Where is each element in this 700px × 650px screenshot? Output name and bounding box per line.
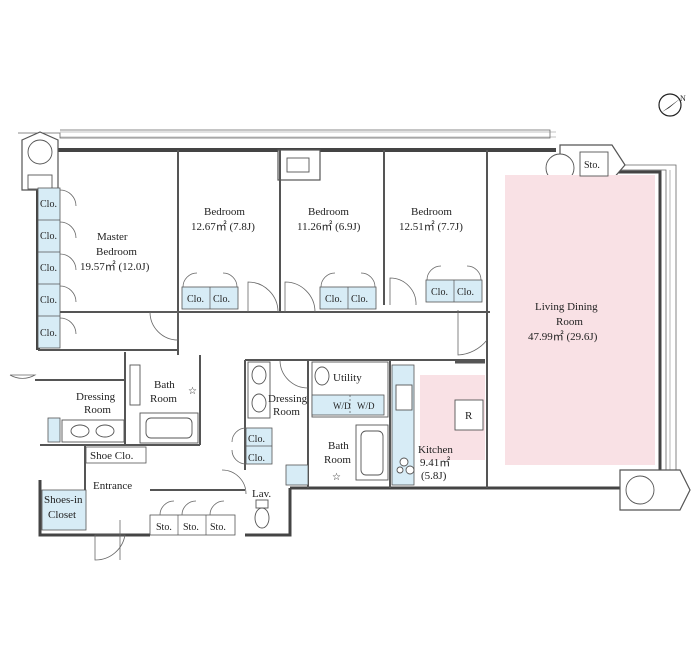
dressing-room1-label: Dressing <box>76 391 116 403</box>
closet-label: Clo. <box>248 453 265 464</box>
shoes-in-closet-label: Closet <box>48 509 76 521</box>
closet-label: Clo. <box>325 294 342 305</box>
column-top-left <box>21 131 59 191</box>
bedroom1-closets: Clo. Clo. <box>181 272 239 310</box>
storage-label: Sto. <box>156 522 172 533</box>
svg-text:N: N <box>680 94 686 103</box>
dressing-room1-fixtures <box>47 417 125 443</box>
closet-label: Clo. <box>457 287 474 298</box>
living-label: Living Dining <box>535 301 598 313</box>
closet-label: Clo. <box>213 294 230 305</box>
dressing-room2-fixtures: Clo. Clo. <box>231 361 309 486</box>
bedroom1-label: Bedroom <box>204 206 245 218</box>
column-top-center <box>277 149 321 181</box>
column-bottom-right <box>619 469 691 511</box>
entrance-label: Entrance <box>93 480 132 492</box>
lav-label: Lav. <box>252 488 271 500</box>
bedroom3-area: 12.51㎡ (7.7J) <box>399 220 463 233</box>
closet-label: Clo. <box>431 287 448 298</box>
bathtub-1 <box>129 364 199 444</box>
bedroom1-area: 12.67㎡ (7.8J) <box>191 220 255 233</box>
shoe-closet-label: Shoe Clo. <box>90 450 134 462</box>
master-bedroom-label: Bedroom <box>96 246 137 258</box>
closet-label: Clo. <box>40 199 57 210</box>
master-bedroom-area: 19.57㎡ (12.0J) <box>80 260 150 273</box>
interior-walls <box>35 150 490 520</box>
dressing-room2-label: Dressing <box>268 393 308 405</box>
balcony-storage <box>579 151 609 177</box>
storage-label: Sto. <box>183 522 199 533</box>
kitchen-counter <box>391 360 485 486</box>
closet-label: Clo. <box>40 295 57 306</box>
bath2-label: Room <box>324 454 351 466</box>
bedroom3-closets: Clo. Clo. <box>425 265 483 303</box>
closet-label: Clo. <box>351 294 368 305</box>
storage-label: Sto. <box>210 522 226 533</box>
shoe-closet-area <box>41 446 236 536</box>
bedroom2-closets: Clo. Clo. <box>319 272 377 310</box>
dressing-room1-label: Room <box>84 404 111 416</box>
living-area: 47.99㎡ (29.6J) <box>528 330 598 343</box>
kitchen-tatami: (5.8J) <box>421 470 447 482</box>
bath1-label: Bath <box>154 379 175 391</box>
bath2-label: Bath <box>328 440 349 452</box>
kitchen-area: 9.41㎡ <box>420 456 450 469</box>
utility-label: Utility <box>333 372 362 384</box>
bath1-label: Room <box>150 393 177 405</box>
washer-dryer-label: W/D <box>357 401 375 411</box>
bedroom3-label: Bedroom <box>411 206 452 218</box>
balcony-storage-label: Sto. <box>584 160 600 171</box>
shoes-in-closet-label: Shoes-in <box>44 494 83 506</box>
room-doors <box>9 277 488 561</box>
master-bedroom-label: Master <box>97 231 128 243</box>
closet-label: Clo. <box>40 231 57 242</box>
bathtub-2 <box>355 424 389 481</box>
closet-label: Clo. <box>40 328 57 339</box>
dressing-room2-label: Room <box>273 406 300 418</box>
star-icon: ☆ <box>188 386 197 397</box>
kitchen-label: Kitchen <box>418 444 453 456</box>
living-floor-highlight <box>505 175 655 465</box>
toilet <box>254 499 270 529</box>
compass-icon: N <box>658 93 686 117</box>
washer-dryer-label: W/D <box>333 401 351 411</box>
bedroom2-label: Bedroom <box>308 206 349 218</box>
master-closets: Clo. Clo. Clo. Clo. Clo. <box>37 187 77 349</box>
closet-label: Clo. <box>187 294 204 305</box>
utility-fixtures <box>311 361 389 418</box>
refrigerator-label: R <box>465 410 473 422</box>
closet-label: Clo. <box>40 263 57 274</box>
closet-label: Clo. <box>248 434 265 445</box>
living-label: Room <box>556 316 583 328</box>
star-icon: ☆ <box>332 472 341 483</box>
bedroom2-area: 11.26㎡ (6.9J) <box>297 220 361 233</box>
